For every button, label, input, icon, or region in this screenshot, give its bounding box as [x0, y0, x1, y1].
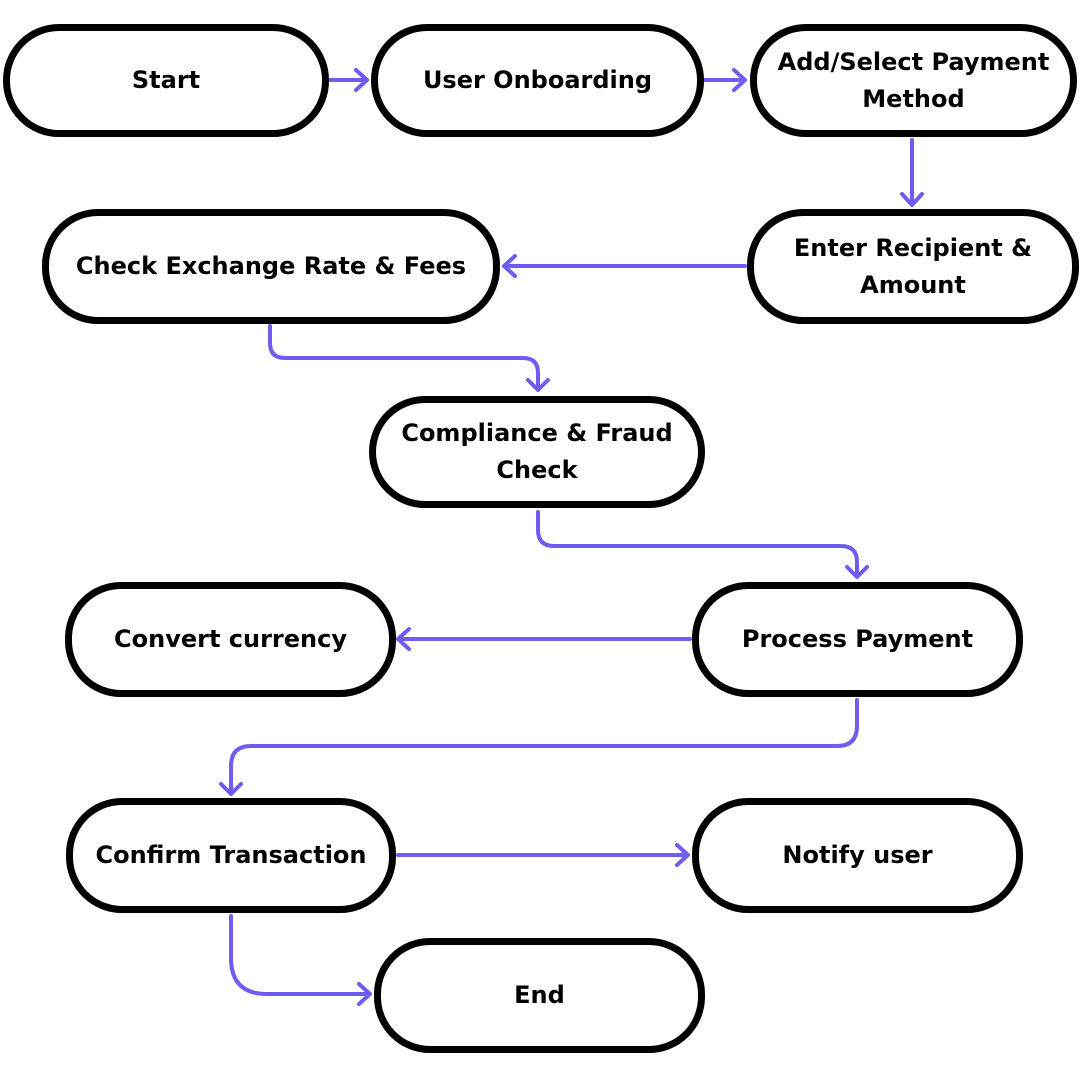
edge-compliance-to-process — [536, 510, 869, 579]
edge-exchange-to-compliance — [268, 324, 550, 392]
node-notify-user: Notify user — [692, 798, 1023, 913]
edge-process-to-convert — [396, 627, 692, 651]
node-add-select-payment-label: Add/Select Payment Method — [777, 47, 1050, 113]
node-user-onboarding-label: User Onboarding — [422, 66, 653, 94]
node-confirm-transaction: Confirm Transaction — [66, 798, 396, 913]
edge-addpayment-to-recipient — [900, 138, 924, 207]
node-start: Start — [3, 24, 329, 137]
edge-confirm-to-notify — [396, 843, 690, 867]
node-add-select-payment: Add/Select Payment Method — [750, 24, 1077, 137]
node-confirm-transaction-label: Confirm Transaction — [95, 841, 367, 869]
edge-start-to-onboarding — [328, 68, 369, 92]
node-user-onboarding: User Onboarding — [371, 24, 704, 137]
edge-onboarding-to-addpayment — [703, 68, 747, 92]
node-enter-recipient-label: Enter Recipient & Amount — [793, 233, 1033, 299]
node-notify-user-label: Notify user — [782, 841, 933, 869]
node-end-label: End — [514, 981, 565, 1009]
edge-process-to-confirm — [219, 698, 859, 796]
node-end: End — [374, 938, 705, 1053]
node-check-exchange: Check Exchange Rate & Fees — [42, 209, 500, 324]
node-check-exchange-label: Check Exchange Rate & Fees — [75, 252, 467, 280]
node-convert-currency: Convert currency — [65, 582, 396, 697]
node-enter-recipient: Enter Recipient & Amount — [747, 209, 1079, 324]
node-compliance-check: Compliance & Fraud Check — [369, 396, 705, 508]
edge-confirm-to-end — [229, 914, 372, 1006]
edge-recipient-to-exchange — [502, 254, 747, 278]
node-compliance-check-label: Compliance & Fraud Check — [401, 419, 673, 484]
node-process-payment-label: Process Payment — [741, 625, 974, 653]
node-start-label: Start — [131, 66, 201, 94]
node-process-payment: Process Payment — [692, 582, 1023, 697]
node-convert-currency-label: Convert currency — [114, 625, 347, 653]
